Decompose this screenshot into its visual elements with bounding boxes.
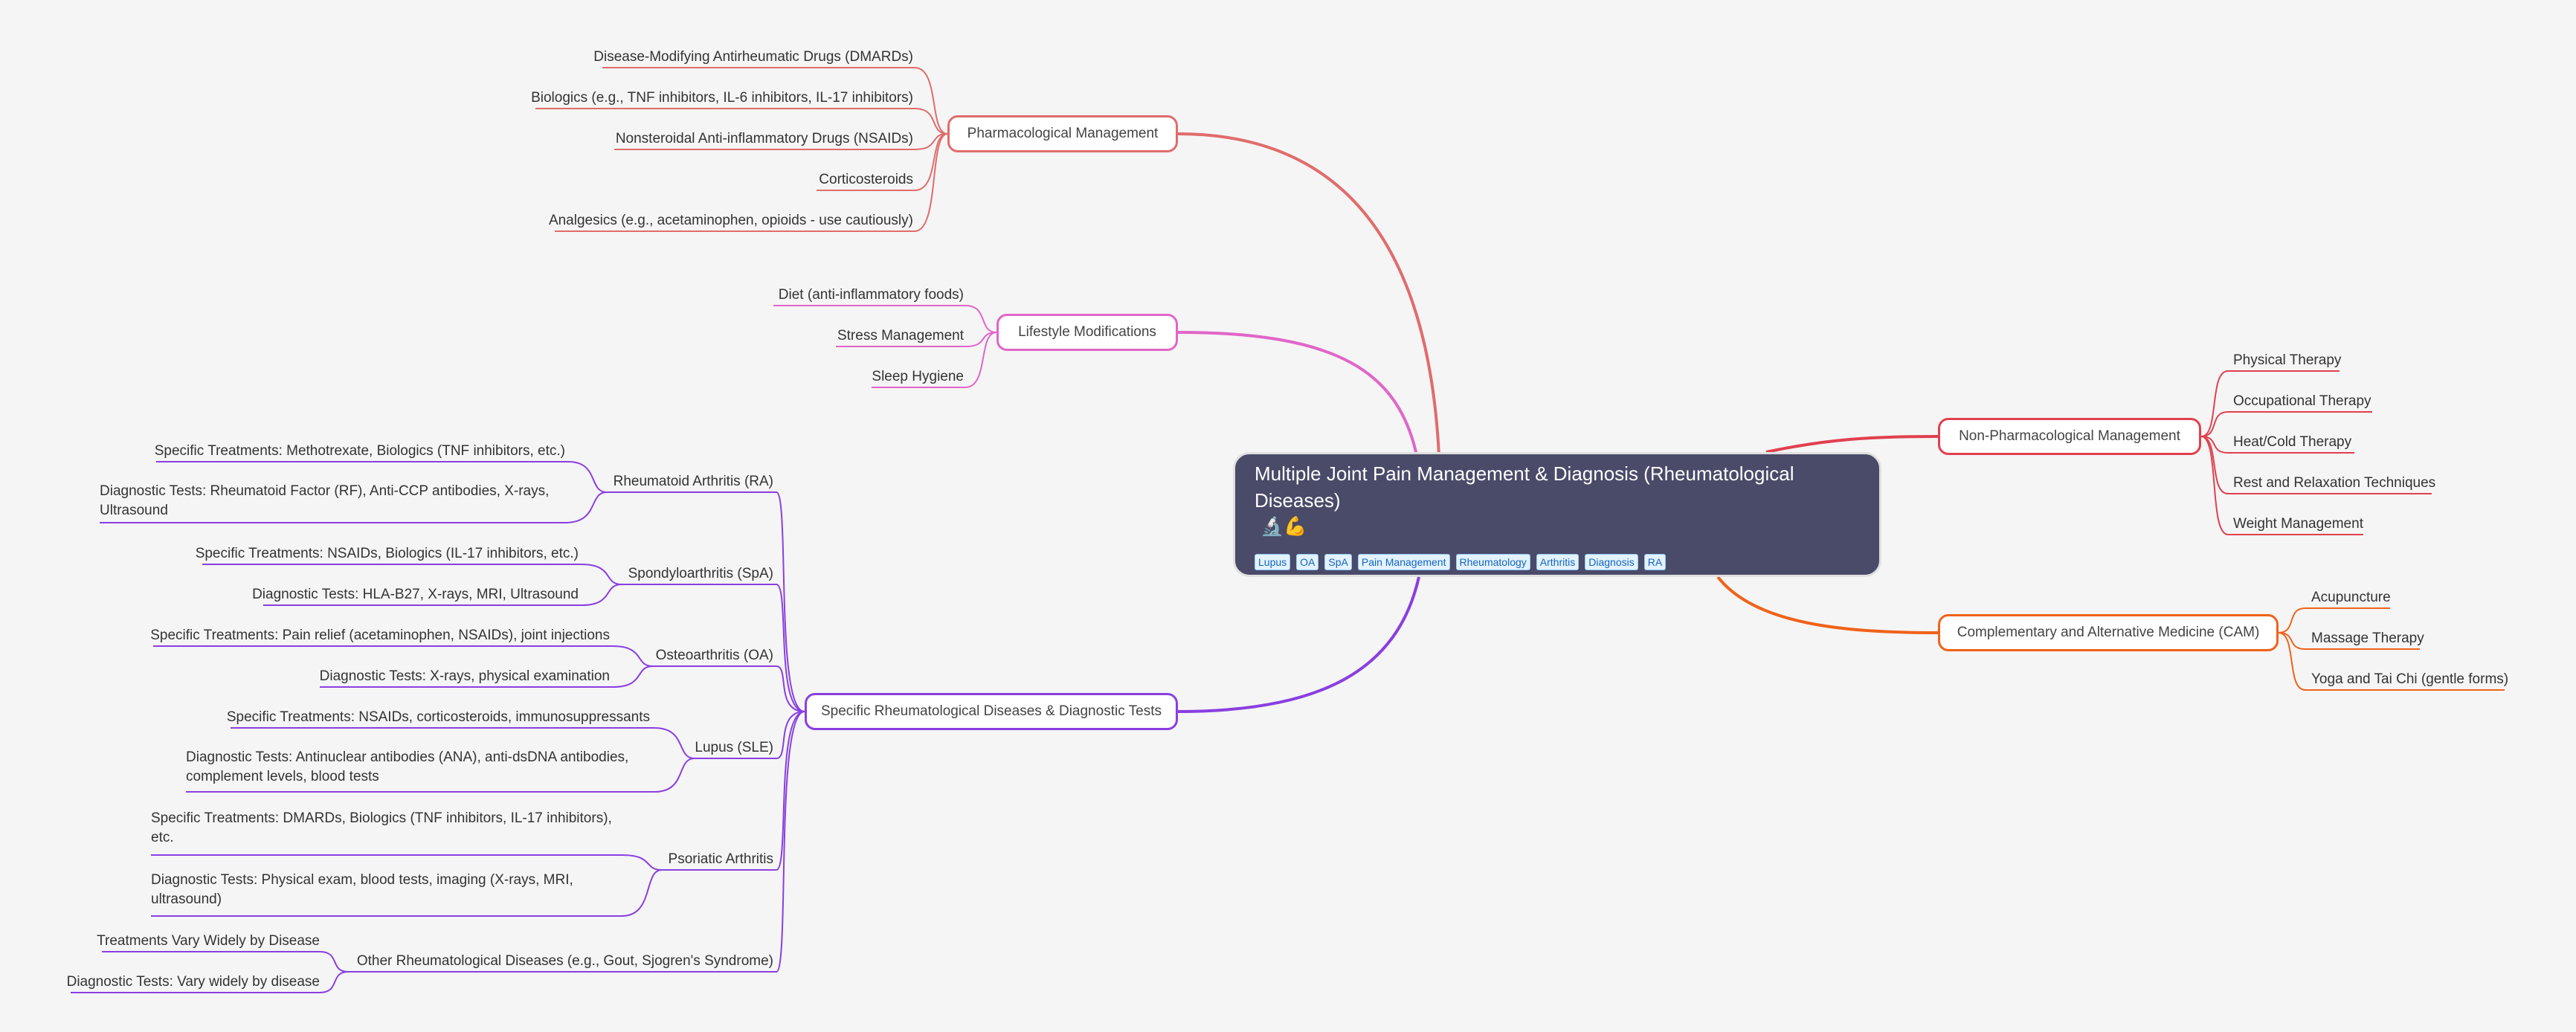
disease-connector xyxy=(776,491,805,712)
branch-pharmacological[interactable]: Pharmacological Management xyxy=(947,115,1178,152)
leaf-connector xyxy=(581,584,622,606)
branch-lifestyle[interactable]: Lifestyle Modifications xyxy=(996,314,1178,351)
tag[interactable]: Pain Management xyxy=(1357,554,1450,570)
trunk-non-pharmacological xyxy=(1765,435,1939,454)
disease-psoriatic[interactable]: Psoriatic Arthritis xyxy=(668,851,773,867)
branch-specific-diseases[interactable]: Specific Rheumatological Diseases & Diag… xyxy=(805,693,1178,730)
leaf-pharma-dmards[interactable]: Disease-Modifying Antirheumatic Drugs (D… xyxy=(593,49,913,65)
leaf-acupuncture[interactable]: Acupuncture xyxy=(2311,590,2391,605)
trunk-specific xyxy=(1177,576,1420,713)
disease-connector xyxy=(776,711,805,759)
leaf-connector xyxy=(612,665,654,688)
leaf-occupational-therapy[interactable]: Occupational Therapy xyxy=(2233,393,2371,409)
leaf-pharma-analgesics[interactable]: Analgesics (e.g., acetaminophen, opioids… xyxy=(548,213,913,228)
disease-other[interactable]: Other Rheumatological Diseases (e.g., Go… xyxy=(356,953,773,969)
root-node[interactable]: Multiple Joint Pain Management & Diagnos… xyxy=(1233,452,1881,577)
tag[interactable]: Diagnosis xyxy=(1585,554,1638,570)
tag[interactable]: Lupus xyxy=(1255,554,1291,570)
leaf-connector xyxy=(2200,411,2229,437)
root-emoji-icons: 🔬💪 xyxy=(1260,516,1307,537)
leaf-ra-tests[interactable]: Diagnostic Tests: Rheumatoid Factor (RF)… xyxy=(100,483,550,518)
leaf-other-tests[interactable]: Diagnostic Tests: Vary widely by disease xyxy=(66,974,320,990)
leaf-connector xyxy=(914,133,948,191)
leaf-connector xyxy=(965,305,997,333)
leaf-ra-treatments[interactable]: Specific Treatments: Methotrexate, Biolo… xyxy=(154,443,565,459)
disease-ra[interactable]: Rheumatoid Arthritis (RA) xyxy=(613,474,773,489)
leaf-connector xyxy=(654,727,695,759)
disease-spa[interactable]: Spondyloarthritis (SpA) xyxy=(628,566,773,581)
leaf-connector xyxy=(914,133,948,232)
leaf-oa-treatments[interactable]: Specific Treatments: Pain relief (acetam… xyxy=(150,628,610,643)
leaf-connector xyxy=(621,854,663,871)
trunk-cam xyxy=(1716,575,1939,634)
leaf-connector xyxy=(965,332,997,388)
leaf-connector xyxy=(2278,632,2306,650)
trunk-lifestyle xyxy=(1177,331,1418,456)
leaf-oa-tests[interactable]: Diagnostic Tests: X-rays, physical exami… xyxy=(319,668,610,684)
tag[interactable]: RA xyxy=(1643,554,1667,570)
leaf-connector xyxy=(612,645,654,667)
tag[interactable]: Rheumatology xyxy=(1455,554,1530,570)
leaf-connector xyxy=(2200,370,2229,437)
leaf-pharma-biologics[interactable]: Biologics (e.g., TNF inhibitors, IL-6 in… xyxy=(531,90,913,106)
leaf-rest-relaxation[interactable]: Rest and Relaxation Techniques xyxy=(2233,475,2436,491)
disease-connector xyxy=(776,584,805,712)
tag[interactable]: SpA xyxy=(1324,554,1352,570)
leaf-spa-treatments[interactable]: Specific Treatments: NSAIDs, Biologics (… xyxy=(195,546,579,561)
leaf-connector xyxy=(965,332,997,347)
leaf-psoriatic-treatments[interactable]: Specific Treatments: DMARDs, Biologics (… xyxy=(151,810,612,845)
leaf-pharma-nsaids[interactable]: Nonsteroidal Anti-inflammatory Drugs (NS… xyxy=(615,131,913,146)
leaf-massage-therapy[interactable]: Massage Therapy xyxy=(2311,631,2424,646)
leaf-pharma-corticosteroids[interactable]: Corticosteroids xyxy=(819,172,913,187)
leaf-connector xyxy=(654,758,695,793)
branch-non-pharmacological[interactable]: Non-Pharmacological Management xyxy=(1938,418,2201,455)
leaf-weight-management[interactable]: Weight Management xyxy=(2233,516,2363,532)
leaf-lupus-tests[interactable]: Diagnostic Tests: Antinuclear antibodies… xyxy=(186,749,629,784)
leaf-other-treatments[interactable]: Treatments Vary Widely by Disease xyxy=(97,933,320,949)
leaf-lupus-treatments[interactable]: Specific Treatments: NSAIDs, corticoster… xyxy=(226,709,650,725)
leaf-spa-tests[interactable]: Diagnostic Tests: HLA-B27, X-rays, MRI, … xyxy=(252,587,579,602)
leaf-connector xyxy=(2278,632,2306,691)
leaf-connector xyxy=(319,951,349,973)
disease-oa[interactable]: Osteoarthritis (OA) xyxy=(655,648,773,663)
root-tag-list: Lupus OA SpA Pain Management Rheumatolog… xyxy=(1255,554,1667,570)
leaf-connector xyxy=(914,67,948,135)
disease-connector xyxy=(776,711,805,973)
leaf-heat-cold-therapy[interactable]: Heat/Cold Therapy xyxy=(2233,434,2352,450)
disease-lupus[interactable]: Lupus (SLE) xyxy=(695,740,773,755)
leaf-physical-therapy[interactable]: Physical Therapy xyxy=(2233,352,2342,368)
leaf-connector xyxy=(564,491,608,523)
leaf-connector xyxy=(914,133,948,150)
leaf-connector xyxy=(319,971,349,993)
trunk-pharmacological xyxy=(1177,132,1440,456)
disease-connector xyxy=(776,665,805,712)
leaf-connector xyxy=(2200,436,2229,535)
tag[interactable]: Arthritis xyxy=(1536,554,1580,570)
leaf-lifestyle-diet[interactable]: Diet (anti-inflammatory foods) xyxy=(778,287,964,303)
leaf-connector xyxy=(621,869,663,917)
leaf-lifestyle-sleep[interactable]: Sleep Hygiene xyxy=(872,369,964,384)
leaf-psoriatic-tests[interactable]: Diagnostic Tests: Physical exam, blood t… xyxy=(151,872,573,907)
tag[interactable]: OA xyxy=(1296,554,1319,570)
leaf-yoga-tai-chi[interactable]: Yoga and Tai Chi (gentle forms) xyxy=(2311,671,2509,687)
leaf-connector xyxy=(581,564,622,585)
leaf-connector xyxy=(2278,607,2306,633)
branch-cam[interactable]: Complementary and Alternative Medicine (… xyxy=(1938,614,2279,651)
leaf-connector xyxy=(567,461,608,493)
disease-connector xyxy=(776,711,805,871)
leaf-lifestyle-stress[interactable]: Stress Management xyxy=(837,328,964,344)
leaf-connector xyxy=(914,108,948,135)
root-title: Multiple Joint Pain Management & Diagnos… xyxy=(1255,462,1794,512)
